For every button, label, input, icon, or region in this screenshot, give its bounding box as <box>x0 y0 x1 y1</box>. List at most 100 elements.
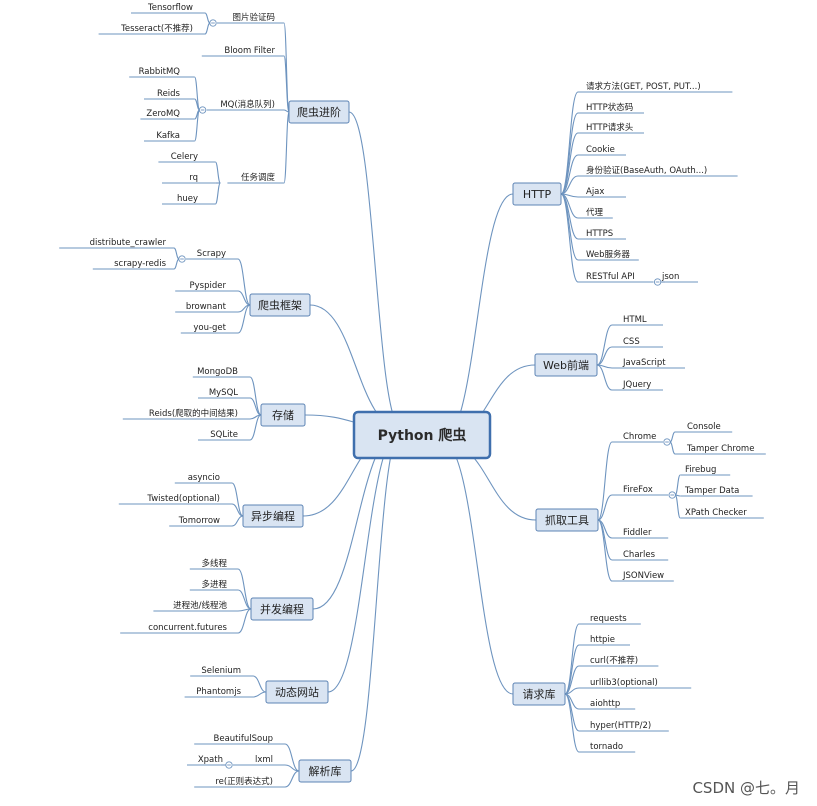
branch-http-item-2-label: HTTP请求头 <box>586 122 634 133</box>
branch-cunchu-item-0-link <box>249 376 262 416</box>
branch-dongtai-item-0-label: Selenium <box>201 666 241 676</box>
branch-kuangjia-item-3-label: you-get <box>193 323 226 333</box>
branch-qingqiu-box[interactable] <box>512 682 566 706</box>
branch-zhuaqu-item-0-sub-1-label: Tamper Chrome <box>686 444 754 454</box>
branch-yibu-item-0-link <box>231 482 244 517</box>
branch-jinjie-item-1-label: Bloom Filter <box>224 46 275 56</box>
branch-dongtai-item-1-link <box>252 691 267 698</box>
branch-http-box[interactable] <box>512 182 562 206</box>
branch-kuangjia-item-2-label: brownant <box>186 302 227 312</box>
branch-yibu-box[interactable] <box>242 504 304 528</box>
branch-jinjie-box[interactable] <box>288 100 350 124</box>
branch-jiexi-label: 解析库 <box>309 764 342 778</box>
branch-yibu-item-2-label: Tomorrow <box>178 516 220 526</box>
branch-jinjie-item-0-link <box>283 22 290 113</box>
branch-zhuaqu-box[interactable] <box>535 508 599 532</box>
branch-kuangjia-item-0-label: Scrapy <box>197 249 226 259</box>
branch-qingqiu-item-2-link <box>564 665 580 695</box>
branch-jiexi-item-0-label: BeautifulSoup <box>214 734 273 744</box>
branch-http-item-5-label: Ajax <box>586 187 604 197</box>
branch-yibu-item-2-link <box>231 515 244 527</box>
branch-cunchu-item-3-link <box>249 414 262 441</box>
branch-bingfa-item-0-label: 多线程 <box>201 558 227 569</box>
branch-jinjie-item-0-sub-1-label: Tesseract(不推荐) <box>120 23 193 34</box>
center-label: Python 爬虫 <box>378 427 467 444</box>
branch-jiexi-item-1-label: lxml <box>255 755 273 765</box>
branch-web-item-3-link <box>596 364 613 391</box>
branch-zhuaqu-item-1-label: FireFox <box>623 485 653 495</box>
branch-web-item-1-label: CSS <box>623 337 640 347</box>
branch-zhuaqu-item-0-sub-1-link <box>669 441 676 455</box>
center-node[interactable] <box>352 410 492 460</box>
branch-web-item-0-link <box>596 324 613 366</box>
branch-zhuaqu-item-2-label: Fiddler <box>623 528 652 538</box>
branch-jinjie-item-3-sub-1-label: rq <box>189 173 198 183</box>
branch-jinjie-item-1-link <box>283 55 290 113</box>
branch-jinjie-item-0-sub-0-label: Tensorflow <box>147 3 193 13</box>
branch-web-box[interactable] <box>534 353 598 377</box>
branch-jiexi-item-1-sub-0-label: Xpath <box>198 755 223 765</box>
branch-jinjie-item-2-sub-3-link <box>194 109 201 142</box>
branch-qingqiu-label: 请求库 <box>523 688 556 701</box>
branch-dongtai-item-0-link <box>252 675 267 693</box>
branch-jinjie-item-0-label: 图片验证码 <box>232 12 275 23</box>
branch-kuangjia-item-1-link <box>237 290 251 306</box>
branch-yibu-item-0-label: asyncio <box>188 473 220 483</box>
branch-kuangjia-item-0-link <box>237 258 251 306</box>
branch-jinjie-item-3-sub-2-link <box>214 182 221 205</box>
branch-http-item-2-link <box>560 132 579 195</box>
branch-jinjie-item-2-label: MQ(消息队列) <box>220 99 275 110</box>
branch-http-label: HTTP <box>523 188 552 201</box>
branch-http-item-3-label: Cookie <box>586 145 615 155</box>
branch-jinjie-item-2-sub-1-label: Reids <box>157 89 181 99</box>
branch-jiexi-box[interactable] <box>298 759 352 783</box>
branch-jinjie-item-0-sub-1-link <box>204 22 211 35</box>
branch-qingqiu-item-0-label: requests <box>590 614 627 624</box>
branch-zhuaqu-item-1-sub-2-link <box>674 494 681 519</box>
branch-http-item-8-label: Web服务器 <box>586 249 631 260</box>
branch-zhuaqu-item-3-label: Charles <box>623 550 656 560</box>
branch-http-item-9-sub-0-label: json <box>661 272 679 282</box>
branch-http-item-9-label: RESTful API <box>586 272 635 282</box>
branch-bingfa-item-1-link <box>237 589 252 610</box>
branch-http-item-3-link <box>560 154 579 195</box>
branch-dongtai-box[interactable] <box>265 680 329 704</box>
branch-qingqiu-item-1-link <box>564 644 580 695</box>
branch-kuangjia-item-1-label: Pyspider <box>190 281 227 291</box>
branch-dongtai-link <box>327 428 403 693</box>
branch-qingqiu-item-4-label: aiohttp <box>590 699 620 709</box>
branch-kuangjia-box[interactable] <box>249 293 311 317</box>
branch-jinjie-item-3-sub-0-label: Celery <box>171 152 198 162</box>
branch-qingqiu-item-2-label: curl(不推荐) <box>590 655 638 666</box>
branch-cunchu-label: 存储 <box>272 408 294 422</box>
branch-zhuaqu-item-0-sub-0-label: Console <box>687 422 721 432</box>
branch-bingfa-item-0-link <box>237 568 252 610</box>
branch-bingfa-item-2-label: 进程池/线程池 <box>173 600 227 611</box>
branch-kuangjia-item-3-link <box>237 304 251 334</box>
branch-web-item-2-label: JavaScript <box>622 358 666 368</box>
branch-zhuaqu-item-0-link <box>597 441 613 521</box>
branch-http-item-7-label: HTTPS <box>586 229 613 239</box>
branch-bingfa-label: 并发编程 <box>260 602 304 616</box>
branch-cunchu-box[interactable] <box>260 403 306 427</box>
branch-kuangjia-item-0-sub-0-link <box>173 247 180 260</box>
branch-cunchu-item-1-link <box>249 397 262 416</box>
branch-jinjie-item-3-sub-0-link <box>214 161 221 184</box>
branch-yibu-label: 异步编程 <box>251 509 295 523</box>
branch-web-item-1-link <box>596 346 613 366</box>
branch-kuangjia-item-0-sub-1-link <box>173 258 180 270</box>
branch-jinjie-item-2-sub-3-label: Kafka <box>156 131 180 141</box>
branch-kuangjia-link <box>309 304 403 430</box>
branch-dongtai-item-1-label: Phantomjs <box>196 687 241 697</box>
branch-zhuaqu-item-0-label: Chrome <box>623 432 656 442</box>
branch-bingfa-item-3-link <box>237 608 252 634</box>
branch-jinjie-item-2-link <box>283 109 290 113</box>
branch-bingfa-box[interactable] <box>250 597 314 621</box>
branch-yibu-item-1-link <box>231 503 244 517</box>
branch-jiexi-item-2-link <box>284 770 300 788</box>
branch-http-link <box>441 193 514 442</box>
branch-kuangjia-item-0-sub-0-label: distribute_crawler <box>90 238 167 248</box>
branch-kuangjia-label: 爬虫框架 <box>258 299 302 312</box>
branch-qingqiu-item-1-label: httpie <box>590 635 615 645</box>
branch-cunchu-item-0-label: MongoDB <box>197 367 238 377</box>
